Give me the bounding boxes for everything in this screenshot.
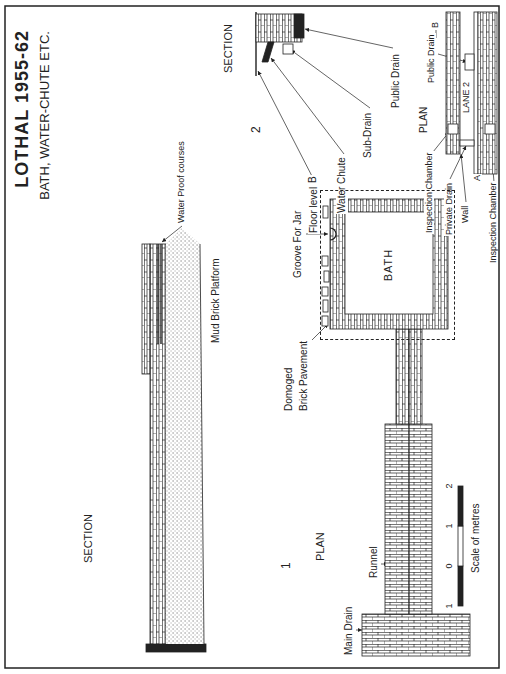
section-2: [256, 12, 304, 76]
frame: [5, 6, 499, 668]
part-label: Wall: [460, 205, 470, 224]
drawing-stroke: [294, 14, 304, 38]
part-label: SECTION: [82, 513, 95, 564]
drawing-stroke: [323, 206, 328, 218]
drawing-stroke: [356, 630, 362, 631]
drawing-stroke: [150, 244, 166, 644]
part-label: Scale of metres: [470, 503, 482, 574]
part-label: 2: [250, 125, 264, 134]
part-label: Main Drain: [343, 606, 355, 656]
drawing-stroke: [258, 71, 316, 184]
drawing-stroke: [330, 228, 336, 240]
drawing-stroke: [458, 526, 463, 566]
part-label: 1: [280, 561, 294, 570]
part-label: Water Chute: [336, 156, 348, 214]
part-label: PLAN: [314, 531, 327, 562]
leader-lines: [162, 29, 494, 630]
part-label: 1: [444, 602, 454, 609]
drawing-stroke: [322, 316, 328, 326]
part-label: B: [430, 21, 440, 29]
part-label: LANE 2: [461, 81, 471, 114]
drawing-stroke: [166, 228, 204, 644]
part-label: 0: [444, 562, 454, 569]
drawing-stroke: [322, 287, 328, 296]
plan-2: [446, 12, 497, 174]
part-label: B: [307, 175, 319, 184]
part-label: PLAN: [418, 106, 430, 134]
part-label: Sub-Drain: [362, 112, 374, 159]
part-label: Domoged: [283, 367, 295, 412]
drawing-stroke: [271, 58, 344, 154]
drawing-stroke: [200, 244, 204, 644]
part-label: Groove For Jar: [292, 210, 304, 279]
drawing-stroke: [478, 12, 497, 174]
drawing-stroke: [458, 566, 463, 606]
part-label: BATH, WATER-CHUTE ETC.: [38, 30, 53, 201]
drawing-stroke: [460, 140, 474, 146]
drawing-stroke: [465, 54, 474, 70]
part-label: 2: [444, 482, 454, 489]
part-label: Mud Brick Platform: [210, 258, 222, 344]
bath-outline: BATH: [320, 190, 455, 340]
bath-label: BATH: [382, 246, 394, 285]
drawing-stroke: [162, 226, 182, 242]
part-label: Inspection Chamber: [488, 181, 498, 264]
drawing-stroke: [458, 486, 463, 526]
part-label: A: [472, 174, 482, 182]
drawing-stroke: [446, 12, 460, 154]
drawing-stroke: [408, 314, 409, 614]
part-label: Water Proof courses: [176, 140, 186, 224]
drawing-stroke: [324, 271, 329, 282]
part-label: Public Drain: [390, 53, 402, 109]
drawing-stroke: [362, 614, 470, 656]
drawing-stroke: [291, 50, 370, 108]
drawing-stroke: [146, 644, 206, 652]
part-label: 1: [444, 522, 454, 529]
section-1: [142, 228, 206, 652]
drawing-stroke: [158, 244, 161, 344]
part-label: Floor level: [308, 186, 320, 234]
drawing-stroke: [461, 154, 466, 202]
part-label: Public Drain: [426, 33, 436, 84]
part-label: Inspection Chamber: [424, 151, 434, 234]
drawing-stroke: [283, 44, 293, 54]
drawing-stroke: [323, 300, 328, 312]
drawing-stroke: [305, 29, 393, 48]
part-label: SECTION: [222, 23, 235, 74]
plan-1: [322, 199, 470, 656]
drawing-stroke: [345, 212, 433, 314]
part-label: Brick Pavement: [298, 340, 310, 412]
title: LOTHAL 1955-62: [12, 30, 33, 188]
drawing-stroke: [322, 256, 328, 266]
drawing-stroke: [142, 244, 150, 374]
drawing-stroke: [262, 42, 274, 62]
drawing-stroke: [485, 124, 495, 134]
drawing-stroke: [448, 124, 458, 134]
part-label: Runnel: [368, 545, 380, 579]
drawing-stroke: [474, 12, 478, 174]
